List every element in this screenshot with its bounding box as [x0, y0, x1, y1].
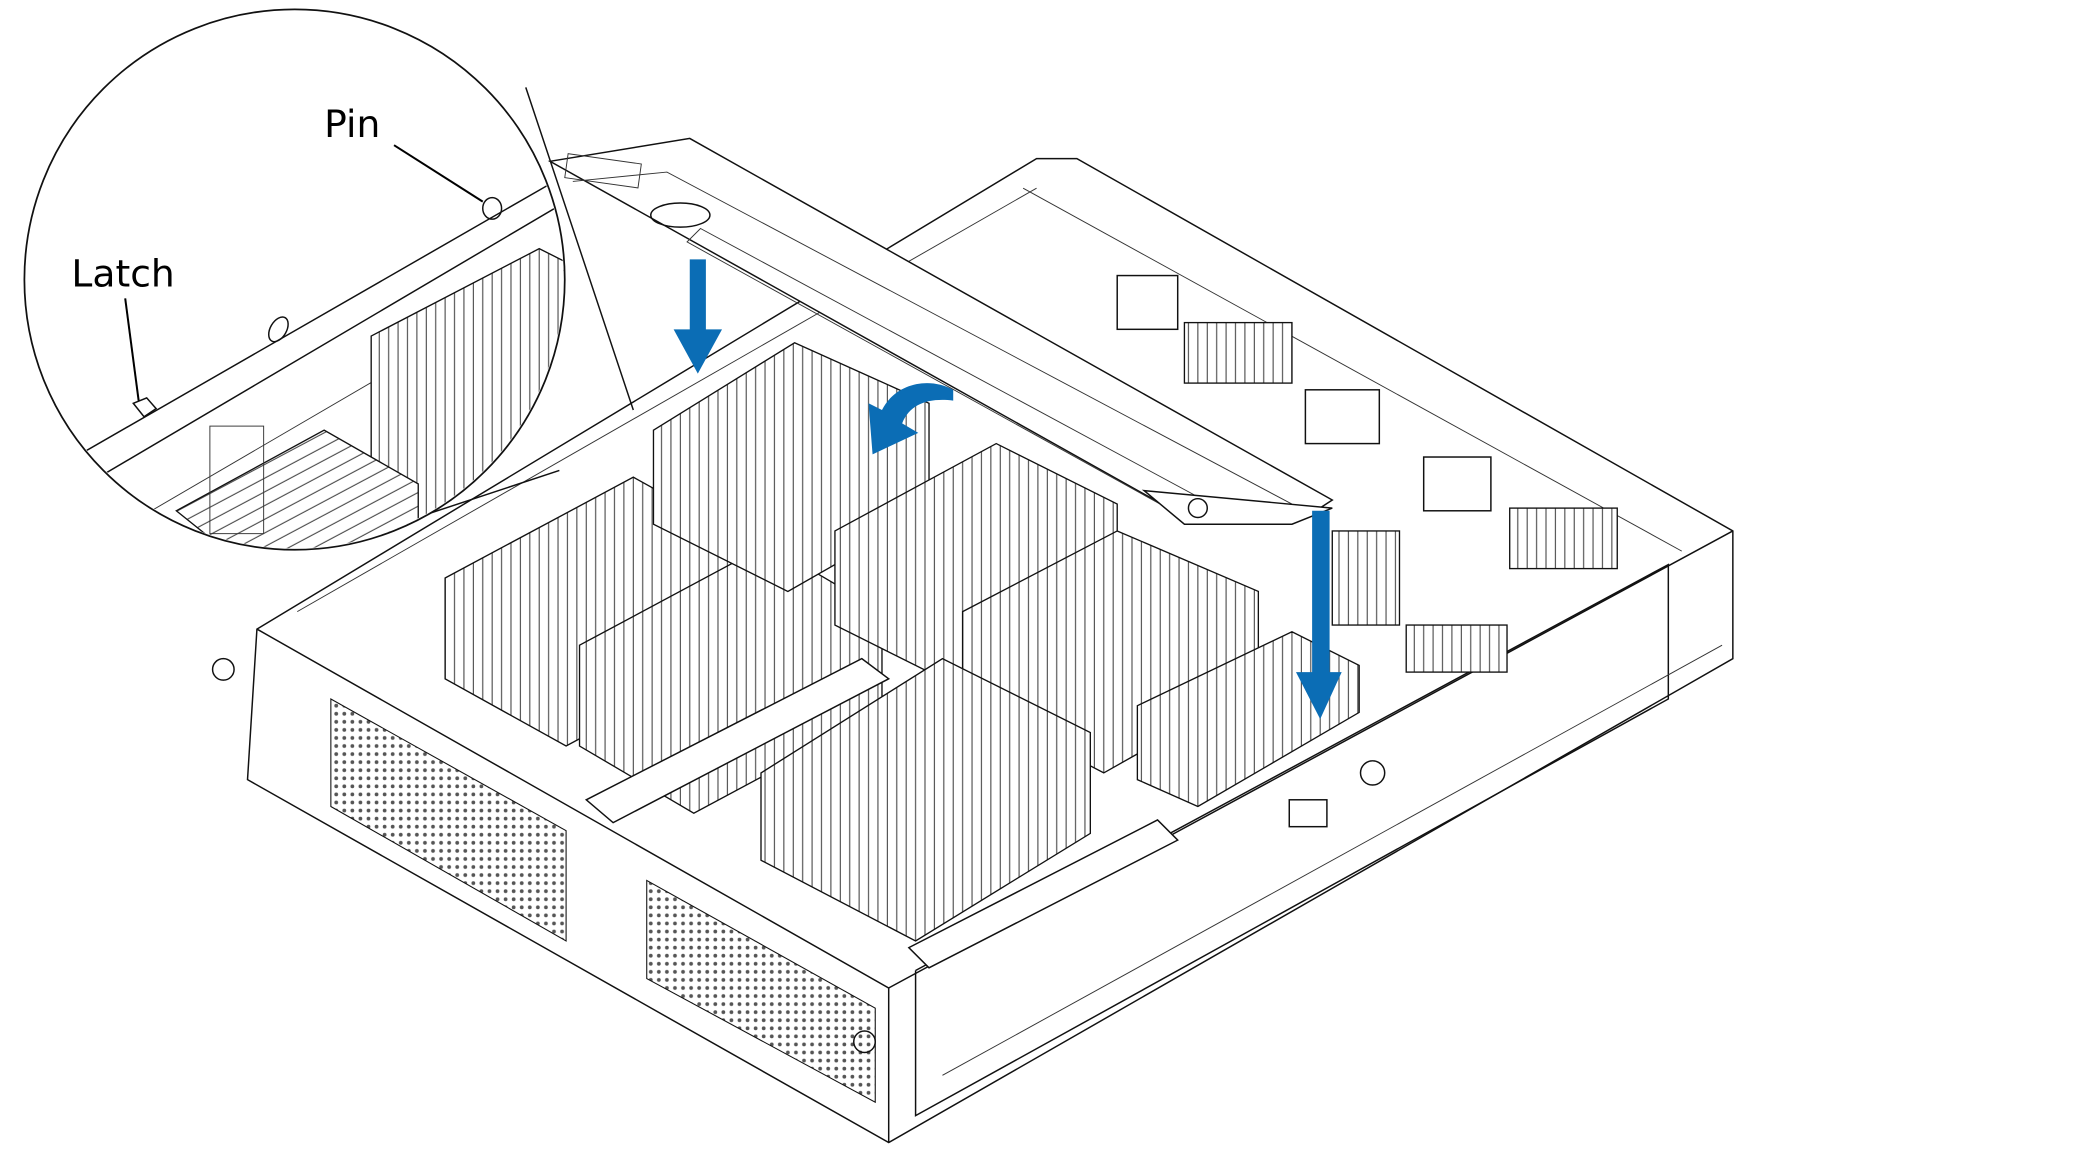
rear-wall	[1022, 187, 1682, 552]
power-block	[1509, 507, 1618, 570]
power-connector	[1422, 456, 1492, 512]
chipset-heatsink	[1405, 624, 1508, 673]
arrow-down-right	[1295, 510, 1342, 720]
dimm-slot	[907, 819, 1179, 969]
pin-leader	[393, 144, 484, 203]
front-vent-right	[646, 879, 876, 1104]
latch-label: Latch	[71, 251, 174, 295]
front-vent-left	[330, 698, 567, 942]
air-duct-screw	[1187, 497, 1209, 519]
chipset-heatsink	[1331, 530, 1401, 626]
magnifier-leader	[525, 87, 635, 411]
down-arrow-icon	[1295, 510, 1342, 720]
front-handle-left	[211, 657, 235, 681]
pin-icon	[482, 196, 503, 220]
side-rail	[942, 644, 1723, 1076]
heatsink	[760, 657, 1091, 942]
air-duct-tab	[564, 153, 642, 189]
air-duct-cutout	[650, 202, 711, 228]
down-arrow-icon	[673, 259, 723, 374]
air-duct-front-tab	[1141, 489, 1333, 525]
left-wall	[297, 187, 1037, 613]
air-duct[interactable]	[547, 137, 1334, 525]
arrow-down-left	[673, 259, 723, 374]
front-handle-right	[853, 1030, 876, 1054]
pin-label: Pin	[324, 102, 380, 146]
power-connector	[1304, 389, 1381, 445]
arrow-rotate	[868, 383, 954, 455]
chassis-hole	[1359, 760, 1386, 786]
latch-icon	[132, 396, 158, 418]
chassis-right-side	[914, 563, 1670, 1117]
latch-leader	[124, 298, 140, 401]
rear-components	[1116, 274, 1618, 673]
detail-magnifier: Pin Latch	[23, 8, 635, 551]
dimm-slot	[584, 657, 891, 824]
chassis-connector	[1288, 799, 1328, 828]
power-connector	[1116, 274, 1179, 331]
rotate-arrow-icon	[868, 383, 954, 455]
power-block	[1183, 321, 1293, 384]
